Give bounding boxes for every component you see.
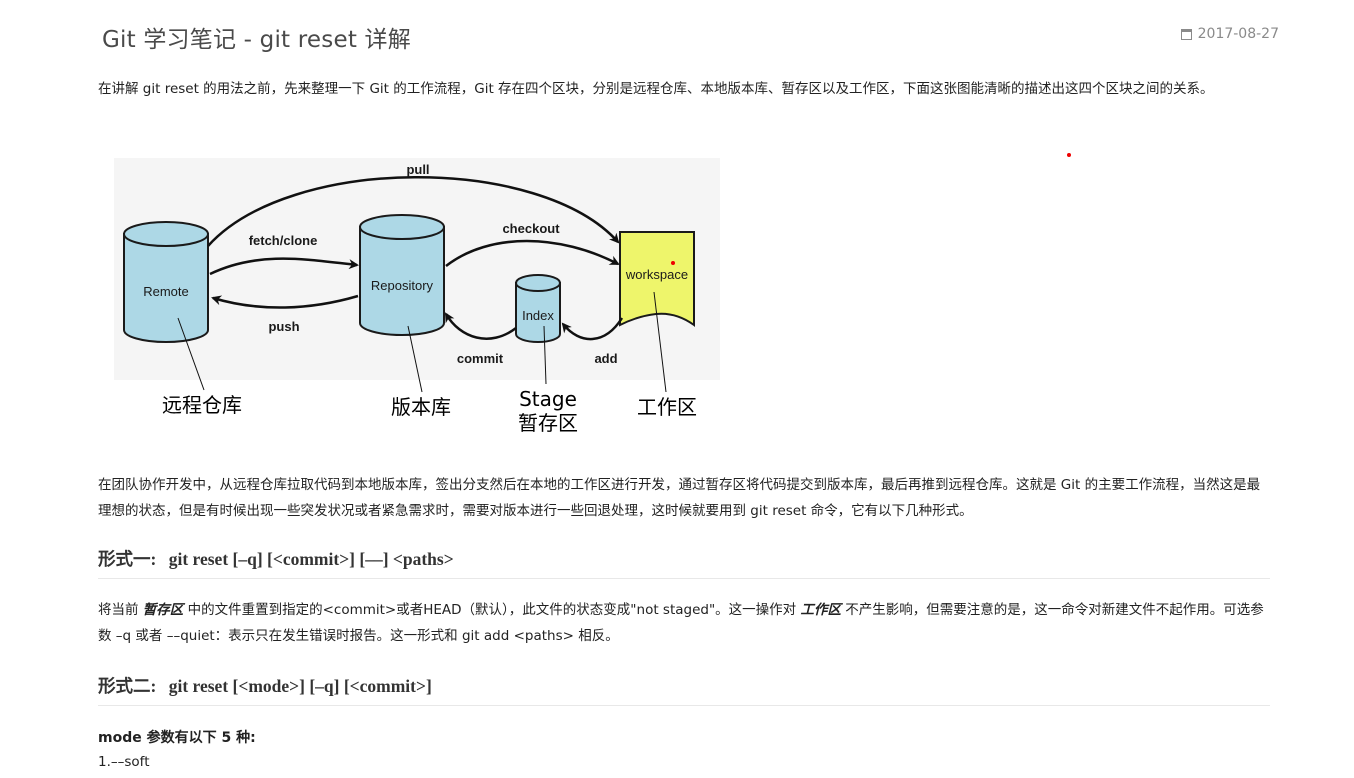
date-text: 2017-08-27: [1197, 26, 1279, 42]
fetch-clone-arrow: [209, 257, 359, 276]
commit-arrow: [444, 312, 517, 340]
page-title: Git 学习笔记 - git reset 详解: [102, 27, 411, 53]
add-label: add: [594, 351, 617, 366]
pull-arrow: [207, 176, 620, 247]
repo-pointer: [407, 325, 423, 393]
commit-label: commit: [457, 351, 504, 366]
red-dot-marker: [671, 261, 675, 265]
index-cylinder: Index: [515, 274, 561, 343]
add-arrow: [561, 317, 624, 341]
workspace-cn-label: 工作区: [637, 395, 697, 419]
checkout-arrow: [445, 239, 620, 267]
workflow-paragraph: 在团队协作开发中，从远程仓库拉取代码到本地版本库，签出分支然后在本地的工作区进行…: [98, 477, 1261, 519]
form1-label: 形式一:: [98, 549, 157, 569]
repo-cn-label: 版本库: [391, 395, 451, 419]
workspace-document: workspace: [619, 231, 695, 327]
remote-cn-label: 远程仓库: [162, 393, 242, 417]
git-workflow-diagram: Remote Repository Index workspace pull f…: [114, 158, 720, 435]
remote-label: Remote: [143, 284, 189, 299]
mode-list-title: mode 参数有以下 5 种:: [98, 730, 256, 746]
form1-description: 将当前 暂存区 中的文件重置到指定的<commit>或者HEAD（默认），此文件…: [98, 597, 1268, 649]
form2-label: 形式二:: [98, 676, 157, 696]
intro-paragraph: 在讲解 git reset 的用法之前，先来整理一下 Git 的工作流程，Git…: [98, 81, 1214, 97]
desc-text: 将当前: [98, 602, 143, 618]
stage-pointer: [543, 325, 547, 385]
remote-pointer: [177, 317, 205, 391]
checkout-label: checkout: [502, 221, 560, 236]
workspace-pointer: [653, 291, 667, 393]
repository-label: Repository: [371, 278, 434, 293]
workspace-label: workspace: [625, 267, 688, 282]
workspace-emphasis: 工作区: [800, 602, 841, 618]
push-label: push: [268, 319, 299, 334]
post-date: 2017-08-27: [1180, 26, 1279, 42]
push-arrow: [211, 294, 359, 309]
desc-text: 中的文件重置到指定的<commit>或者HEAD（默认），此文件的状态变成"no…: [183, 602, 801, 618]
index-label: Index: [522, 308, 554, 323]
desc-text: 不产生影响，但需要注意的是，这一命令对新建文件不起作用。可选参数 –q 或者 –…: [98, 602, 1264, 644]
calendar-icon: [1180, 28, 1192, 40]
form1-heading: 形式一: git reset [–q] [<commit>] [––] <pat…: [98, 546, 1270, 579]
pull-label: pull: [406, 162, 429, 177]
mode-item-soft: 1.––soft: [98, 754, 150, 770]
form2-command: git reset [<mode>] [–q] [<commit>]: [168, 676, 432, 696]
fetch-clone-label: fetch/clone: [249, 233, 318, 248]
remote-cylinder: Remote: [123, 221, 209, 343]
stage-cn-label: 暂存区: [518, 411, 578, 435]
staging-area-emphasis: 暂存区: [142, 602, 184, 618]
red-dot-marker: [1067, 153, 1071, 157]
stage-en-label: Stage: [519, 387, 577, 411]
form2-heading: 形式二: git reset [<mode>] [–q] [<commit>]: [98, 673, 1270, 706]
repository-cylinder: Repository: [359, 214, 445, 336]
form1-command: git reset [–q] [<commit>] [––] <paths>: [168, 549, 454, 569]
